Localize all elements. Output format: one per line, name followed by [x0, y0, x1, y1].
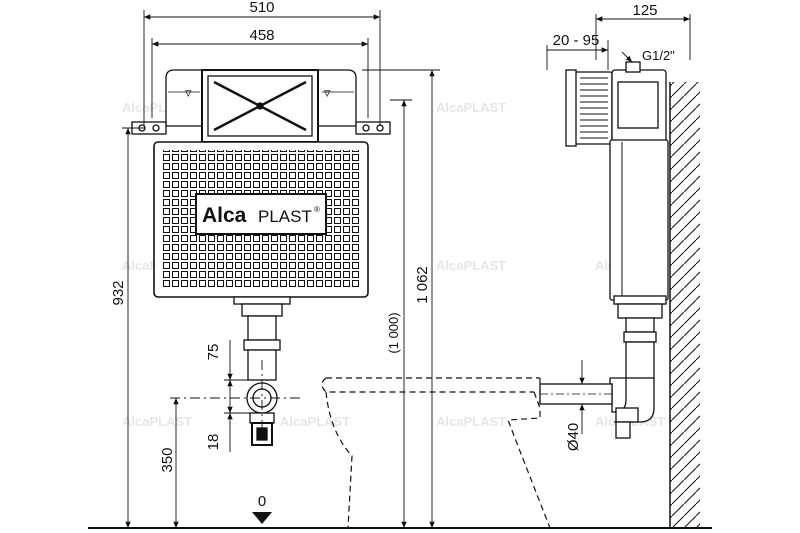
dim-drop-75: 75 [205, 344, 222, 361]
labels: 510 458 125 20 - 95 G1/2" 932 350 75 18 … [110, 0, 675, 510]
dim-height-1062: 1 062 [414, 266, 431, 304]
front-dimensions [122, 10, 440, 528]
dim-inlet-thread: G1/2" [642, 48, 675, 63]
dim-overall-width: 510 [249, 0, 274, 16]
dim-adjust-range: 20 - 95 [553, 32, 600, 49]
wall-section [669, 82, 700, 528]
brand-logo-suffix: PLAST [258, 207, 312, 226]
watermark: AlcaPLAST [436, 100, 506, 115]
watermark: AlcaPLAST [122, 414, 192, 429]
svg-text:▿: ▿ [324, 85, 331, 100]
dim-pipe-diameter: Ø40 [565, 423, 582, 451]
svg-text:▿: ▿ [185, 85, 192, 100]
watermark: AlcaPLAST [280, 414, 350, 429]
dim-frame-width: 458 [249, 27, 274, 44]
front-view: ▿ ▿ [131, 69, 391, 446]
right-bracket [355, 121, 391, 135]
watermark: AlcaPLAST [436, 414, 506, 429]
dim-depth: 125 [632, 2, 657, 19]
side-view [539, 61, 669, 439]
dim-drop-18: 18 [205, 434, 222, 451]
watermark: AlcaPLAST [436, 258, 506, 273]
cistern-side-body [609, 139, 669, 301]
brand-logo-box [195, 193, 327, 235]
floor-level-label: 0 [258, 493, 266, 510]
dim-outlet-height: 350 [159, 447, 176, 472]
toilet-bowl-outline [321, 377, 551, 529]
brand-logo-mark: ® [314, 205, 320, 214]
dim-height-1000: (1 000) [386, 312, 401, 353]
brand-logo-word: Alca [202, 204, 247, 227]
dim-height-932: 932 [110, 280, 127, 305]
side-dimensions [546, 14, 691, 434]
